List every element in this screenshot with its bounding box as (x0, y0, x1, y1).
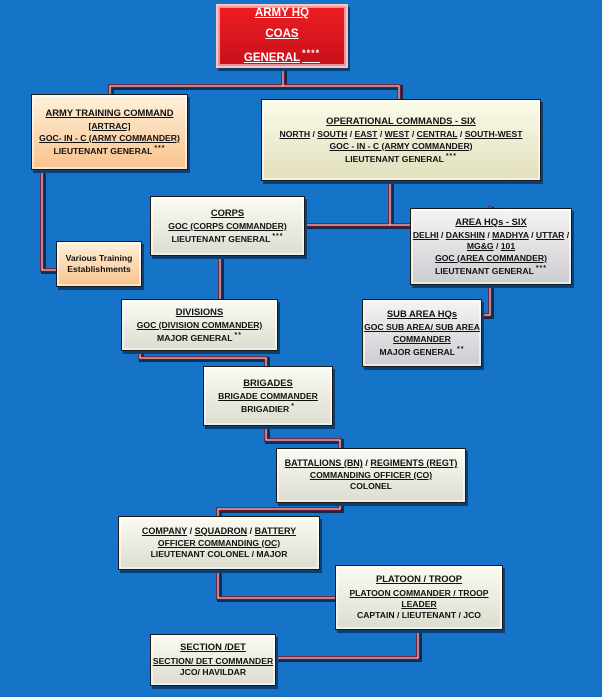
command-south-west: SOUTH-WEST (464, 129, 523, 140)
corps-box: CORPS GOC (CORPS COMMANDER) LIEUTENANT G… (150, 196, 305, 256)
area-dakshin: DAKSHIN (445, 230, 485, 241)
company-rank: LIEUTENANT COLONEL / MAJOR (150, 548, 288, 559)
platoon-box: PLATOON / TROOP PLATOON COMMANDER / TROO… (335, 565, 503, 630)
training-est-line1: Various Training (65, 252, 133, 263)
subarea-line2: COMMANDER (393, 333, 451, 344)
rank-stars: *** (535, 265, 547, 273)
platoon-commander-cont: LEADER (401, 599, 437, 610)
army-hq-label: ARMY HQ (254, 6, 310, 19)
command-east: EAST (354, 129, 378, 140)
opcom-rank: LIEUTENANT GENERAL (344, 153, 444, 164)
artrac-commander: GOC- IN - C (ARMY COMMANDER) (39, 132, 180, 143)
platoon-commander: PLATOON COMMANDER / TROOP (349, 587, 489, 598)
artrac-rank: LIEUTENANT GENERAL (53, 145, 153, 156)
command-central: CENTRAL (416, 129, 458, 140)
rank-stars: *** (445, 152, 457, 160)
area-commander: GOC (AREA COMMANDER) (435, 252, 547, 263)
connector-opcom-corps (304, 180, 394, 229)
connector-hq-commands (109, 67, 287, 98)
artrac-title: ARMY TRAINING COMMAND (45, 106, 174, 118)
subarea-rank: MAJOR GENERAL (379, 346, 455, 357)
command-north: NORTH (279, 129, 311, 140)
opcom-list: NORTH / SOUTH / EAST / WEST / CENTRAL / … (279, 129, 523, 140)
area-mgg: MG&G (466, 241, 494, 252)
command-west: WEST (384, 129, 410, 140)
platoon-rank: CAPTAIN / LIEUTENANT / JCO (357, 610, 481, 621)
section-det-box: SECTION /DET SECTION/ DET COMMANDER JCO/… (150, 634, 276, 686)
subarea-line1: GOC SUB AREA/ SUB AREA (364, 322, 480, 333)
area-madhya: MADHYA (492, 230, 529, 241)
rank-stars: **** (302, 48, 321, 59)
rank-stars: *** (154, 144, 166, 152)
rank-stars: *** (272, 233, 284, 241)
training-establishments-box: Various Training Establishments (56, 241, 142, 287)
battalions-title: BATTALIONS (BN) (284, 458, 363, 469)
opcom-count: SIX (460, 114, 476, 126)
rank-stars: ** (234, 332, 242, 340)
operational-commands-box: OPERATIONAL COMMANDS - SIX NORTH / SOUTH… (261, 99, 541, 181)
company-box: COMPANY / SQUADRON / BATTERY OFFICER COM… (118, 516, 320, 570)
sub-area-hqs-box: SUB AREA HQs GOC SUB AREA/ SUB AREA COMM… (362, 299, 482, 367)
platoon-title: PLATOON / TROOP (375, 573, 463, 585)
area-rank: LIEUTENANT GENERAL (434, 265, 534, 276)
training-est-line2: Establishments (67, 264, 131, 274)
brigades-title: BRIGADES (243, 376, 293, 388)
company-title: COMPANY (141, 525, 188, 536)
area-uttar: UTTAR (535, 230, 565, 241)
area-hqs-box: AREA HQs - SIX DELHI / DAKSHIN / MADHYA … (410, 208, 572, 285)
corps-rank: LIEUTENANT GENERAL (171, 234, 271, 245)
rank-stars: * (291, 403, 295, 411)
area-count: SIX (511, 215, 527, 227)
opcom-commander: GOC - IN - C (ARMY COMMANDER) (329, 140, 473, 151)
regiments-title: REGIMENTS (REGT) (370, 458, 458, 469)
connector-platoon-section (275, 629, 422, 662)
command-south: SOUTH (317, 129, 348, 140)
section-rank: JCO/ HAVILDAR (179, 667, 247, 678)
divisions-title: DIVISIONS (175, 305, 224, 317)
area-delhi: DELHI (412, 230, 439, 241)
area-title: AREA HQs - (455, 215, 512, 227)
battalions-rank: COLONEL (349, 481, 392, 492)
divisions-rank: MAJOR GENERAL (157, 333, 233, 344)
corps-commander: GOC (CORPS COMMANDER) (168, 220, 287, 231)
rank-stars: ** (457, 345, 465, 353)
battalions-commander: COMMANDING OFFICER (CO) (309, 470, 433, 481)
artrac-abbrev: [ARTRAC] (88, 121, 131, 132)
brigades-box: BRIGADES BRIGADE COMMANDER BRIGADIER* (203, 366, 333, 426)
brigades-commander: BRIGADE COMMANDER (218, 390, 318, 401)
coas-label: COAS (265, 27, 299, 40)
battery-title: BATTERY (254, 525, 297, 536)
army-training-command-box: ARMY TRAINING COMMAND [ARTRAC] GOC- IN -… (31, 94, 188, 170)
company-commander: OFFICER COMMANDING (OC) (157, 537, 281, 548)
subarea-title: SUB AREA HQs (386, 307, 458, 319)
section-title: SECTION /DET (180, 641, 246, 653)
section-commander: SECTION/ DET COMMANDER (152, 655, 274, 666)
battalions-box: BATTALIONS (BN) / REGIMENTS (REGT) COMMA… (276, 448, 466, 503)
divisions-box: DIVISIONS GOC (DIVISION COMMANDER) MAJOR… (121, 299, 278, 351)
squadron-title: SQUADRON (194, 525, 248, 536)
area-101: 101 (500, 241, 516, 252)
connector-company-platoon (217, 569, 339, 602)
brigades-rank: BRIGADIER (241, 404, 290, 415)
general-rank: GENERAL (243, 52, 301, 65)
divisions-commander: GOC (DIVISION COMMANDER) (136, 319, 263, 330)
opcom-title: OPERATIONAL COMMANDS - (326, 114, 461, 126)
army-hq-box: ARMY HQ COAS GENERAL**** (216, 4, 348, 68)
corps-title: CORPS (210, 206, 245, 218)
